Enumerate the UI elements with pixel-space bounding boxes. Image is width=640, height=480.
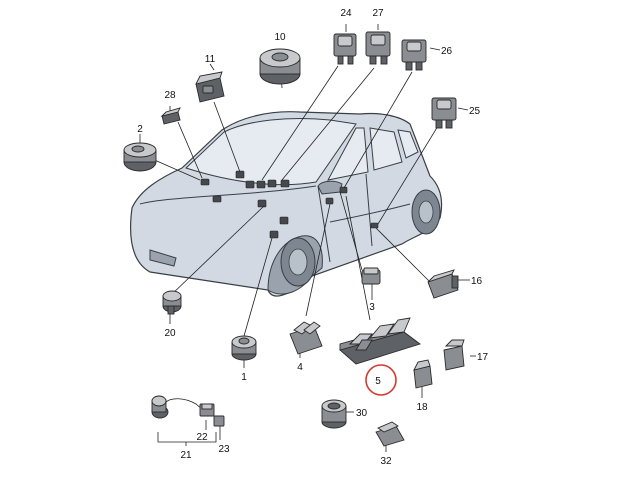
part-18-switch[interactable] <box>413 359 433 389</box>
callout-labels: 10 11 28 2 24 27 26 25 16 3 20 4 1 5 17 … <box>137 8 488 467</box>
part-26-button[interactable] <box>401 39 427 71</box>
callout-17: 17 <box>477 352 489 363</box>
callout-30: 30 <box>356 408 368 419</box>
callout-2: 2 <box>137 124 143 135</box>
callout-10: 10 <box>274 32 286 43</box>
callout-28: 28 <box>164 90 176 101</box>
callout-5: 5 <box>375 376 381 387</box>
part-32-switch[interactable] <box>375 421 405 447</box>
callout-1: 1 <box>241 372 247 383</box>
callout-32: 32 <box>380 456 392 467</box>
part-24-button[interactable] <box>333 33 357 65</box>
part-30-socket[interactable] <box>321 399 347 429</box>
callout-16: 16 <box>471 276 483 287</box>
part-27-button[interactable] <box>365 31 391 65</box>
part-5-window-switch-panel[interactable] <box>339 317 421 365</box>
highlight-circle <box>365 364 397 396</box>
part-22-connector[interactable] <box>199 403 215 417</box>
part-17-switch[interactable] <box>443 339 465 371</box>
part-20-switch[interactable] <box>162 290 182 315</box>
part-25-button[interactable] <box>431 97 457 129</box>
callout-23: 23 <box>218 444 230 455</box>
callout-3: 3 <box>369 302 375 313</box>
callout-25: 25 <box>469 106 481 117</box>
part-1-rotary-switch[interactable] <box>231 335 257 361</box>
part-28-clip[interactable] <box>160 107 181 125</box>
part-3-switch[interactable] <box>361 267 381 285</box>
callout-18: 18 <box>416 402 428 413</box>
car-illustration <box>129 111 443 297</box>
part-11-switch[interactable] <box>195 71 225 103</box>
callout-26: 26 <box>441 46 453 57</box>
callout-27: 27 <box>372 8 384 19</box>
callout-20: 20 <box>164 328 176 339</box>
callout-22: 22 <box>196 432 208 443</box>
part-4-window-switch[interactable] <box>289 321 323 355</box>
callout-24: 24 <box>340 8 352 19</box>
part-2-knob-switch[interactable] <box>123 142 157 172</box>
part-10-rotary-switch[interactable] <box>259 48 301 85</box>
part-16-sensor[interactable] <box>427 269 459 299</box>
part-23-connector[interactable] <box>213 415 225 427</box>
callout-4: 4 <box>297 362 303 373</box>
callout-21: 21 <box>180 450 192 461</box>
part-21-sensor-with-cable[interactable] <box>151 395 169 419</box>
callout-11: 11 <box>205 54 216 65</box>
